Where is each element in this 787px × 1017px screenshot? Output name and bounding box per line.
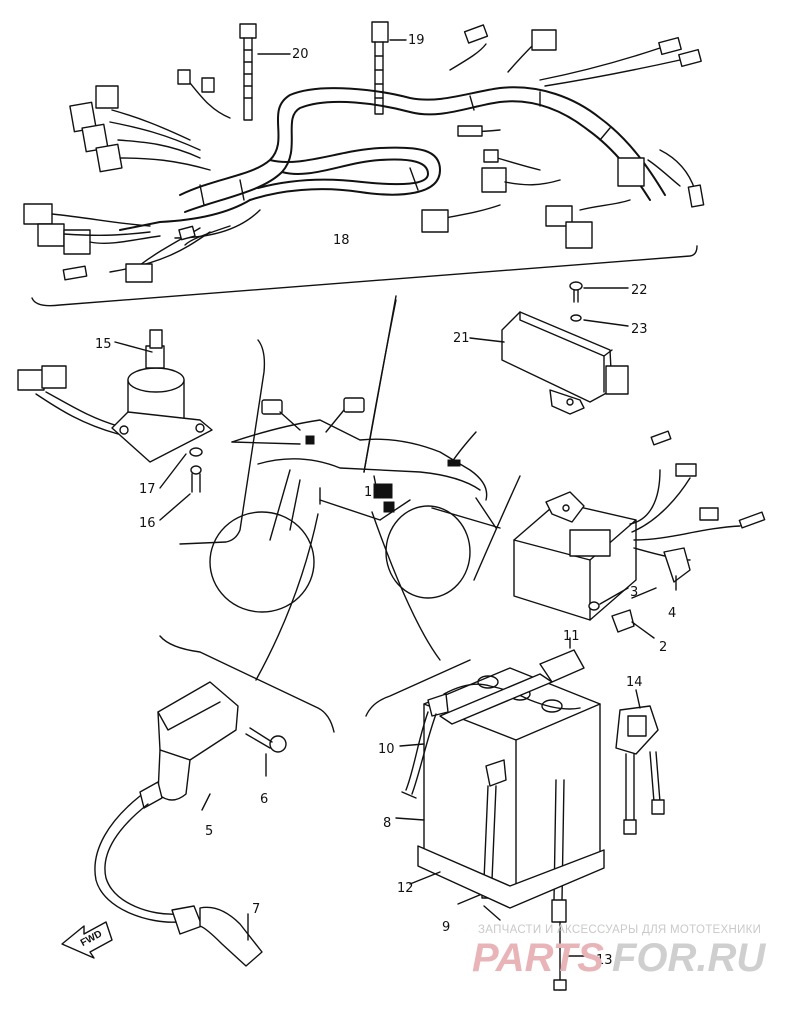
battery-assembly [365, 637, 605, 991]
rectifier-regulator [469, 281, 629, 415]
callout-1: 1 [364, 485, 372, 500]
callout-8: 8 [383, 816, 391, 831]
callout-22: 22 [631, 283, 648, 298]
watermark: ЗАПЧАСТИ И АКСЕССУАРЫ ДЛЯ МОТОТЕХНИКИ PA… [472, 924, 766, 980]
callout-23: 23 [631, 322, 648, 337]
watermark-logo-left: PARTS [472, 936, 604, 980]
callout-5: 5 [205, 824, 213, 839]
callout-14: 14 [626, 675, 643, 690]
cdi-unit [473, 430, 766, 639]
callout-9: 9 [442, 920, 450, 935]
callout-17: 17 [139, 482, 156, 497]
callout-19: 19 [408, 33, 425, 48]
callout-6: 6 [260, 792, 268, 807]
cable-tie-20 [239, 23, 291, 121]
callout-20: 20 [292, 47, 309, 62]
callout-18: 18 [333, 233, 350, 248]
wire-harness [23, 24, 705, 307]
motorcycle-outline [209, 295, 501, 681]
callout-11: 11 [563, 629, 580, 644]
callout-16: 16 [139, 516, 156, 531]
ignition-coil [94, 635, 335, 967]
callout-13: 13 [596, 953, 613, 968]
watermark-logo-right: FOR.RU [612, 936, 766, 980]
callout-10: 10 [378, 742, 395, 757]
main-switch [17, 329, 266, 545]
callout-7: 7 [252, 902, 260, 917]
callout-2: 2 [659, 640, 667, 655]
callout-4: 4 [668, 606, 676, 621]
cable-tie-19 [371, 21, 407, 115]
watermark-caption: ЗАПЧАСТИ И АКСЕССУАРЫ ДЛЯ МОТОТЕХНИКИ [478, 924, 761, 936]
callout-12: 12 [397, 881, 414, 896]
callout-15: 15 [95, 337, 112, 352]
callout-labels: 1 2 3 4 5 6 7 8 9 10 11 12 13 14 15 16 1… [95, 33, 676, 968]
fuse-holder [615, 689, 665, 835]
callout-3: 3 [630, 585, 638, 600]
forward-direction-arrow: FWD [61, 921, 113, 959]
callout-21: 21 [453, 331, 470, 346]
